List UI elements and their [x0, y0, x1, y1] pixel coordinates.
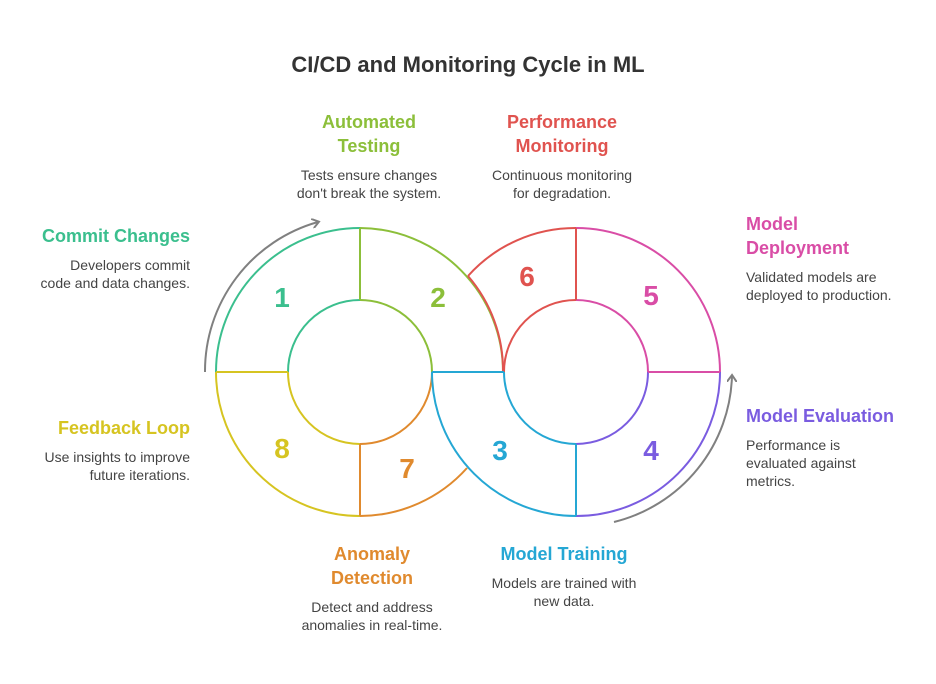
step-number-5: 5 — [643, 280, 659, 311]
step-title: Model Evaluation — [746, 406, 895, 426]
inner-arc-4 — [575, 371, 649, 445]
segment-arc-6b — [467, 275, 505, 373]
step-description: Models are trained with new data. — [491, 575, 637, 609]
step-description: Use insights to improve future iteration… — [44, 449, 190, 483]
step-model-deployment: Model Deployment Validated models are de… — [746, 212, 926, 304]
inner-arc-1 — [287, 299, 361, 373]
step-description: Performance is evaluated against metrics… — [746, 437, 856, 489]
step-title: Anomaly Detection — [330, 544, 413, 588]
step-number-4: 4 — [643, 435, 659, 466]
step-description: Developers commit code and data changes. — [40, 257, 190, 291]
step-number-1: 1 — [274, 282, 290, 313]
step-model-training: Model Training Models are trained with n… — [464, 542, 664, 610]
segment-arc-1 — [215, 227, 361, 373]
step-number-8: 8 — [274, 433, 290, 464]
inner-arc-6 — [503, 299, 577, 373]
step-title: Automated Testing — [322, 112, 416, 156]
step-number-7: 7 — [399, 453, 415, 484]
step-title: Model Training — [500, 544, 628, 564]
step-number-6: 6 — [519, 261, 535, 292]
step-title: Performance Monitoring — [506, 112, 618, 156]
arrow-right-icon — [613, 376, 732, 523]
step-title: Commit Changes — [41, 226, 190, 246]
step-performance-monitoring: Performance Monitoring Continuous monito… — [462, 110, 662, 202]
segment-arc-6 — [467, 226, 577, 277]
step-feedback-loop: Feedback Loop Use insights to improve fu… — [0, 416, 190, 484]
step-description: Continuous monitoring for degradation. — [491, 167, 633, 201]
step-number-2: 2 — [430, 282, 446, 313]
inner-arc-2 — [359, 299, 433, 373]
step-automated-testing: Automated Testing Tests ensure changes d… — [269, 110, 469, 202]
step-title: Feedback Loop — [57, 418, 190, 438]
segment-arc-3 — [431, 371, 577, 517]
step-commit-changes: Commit Changes Developers commit code an… — [0, 224, 190, 292]
segment-arc-8 — [215, 371, 361, 517]
inner-arc-5 — [575, 299, 649, 373]
step-description: Tests ensure changes don't break the sys… — [296, 167, 442, 201]
step-description: Validated models are deployed to product… — [746, 269, 892, 303]
arrow-left-icon — [203, 222, 318, 373]
page-title: CI/CD and Monitoring Cycle in ML — [291, 52, 645, 77]
step-description: Detect and address anomalies in real-tim… — [301, 599, 443, 633]
segment-arc-5 — [575, 227, 721, 373]
segment-arc-4 — [575, 371, 721, 517]
step-anomaly-detection: Anomaly Detection Detect and address ano… — [272, 542, 472, 634]
step-model-evaluation: Model Evaluation Performance is evaluate… — [746, 404, 926, 490]
inner-arc-3 — [503, 371, 577, 445]
inner-arc-8 — [287, 371, 361, 445]
segment-arc-7 — [359, 467, 468, 517]
step-title: Model Deployment — [746, 214, 850, 258]
step-number-3: 3 — [492, 435, 508, 466]
inner-arc-7 — [359, 371, 433, 445]
